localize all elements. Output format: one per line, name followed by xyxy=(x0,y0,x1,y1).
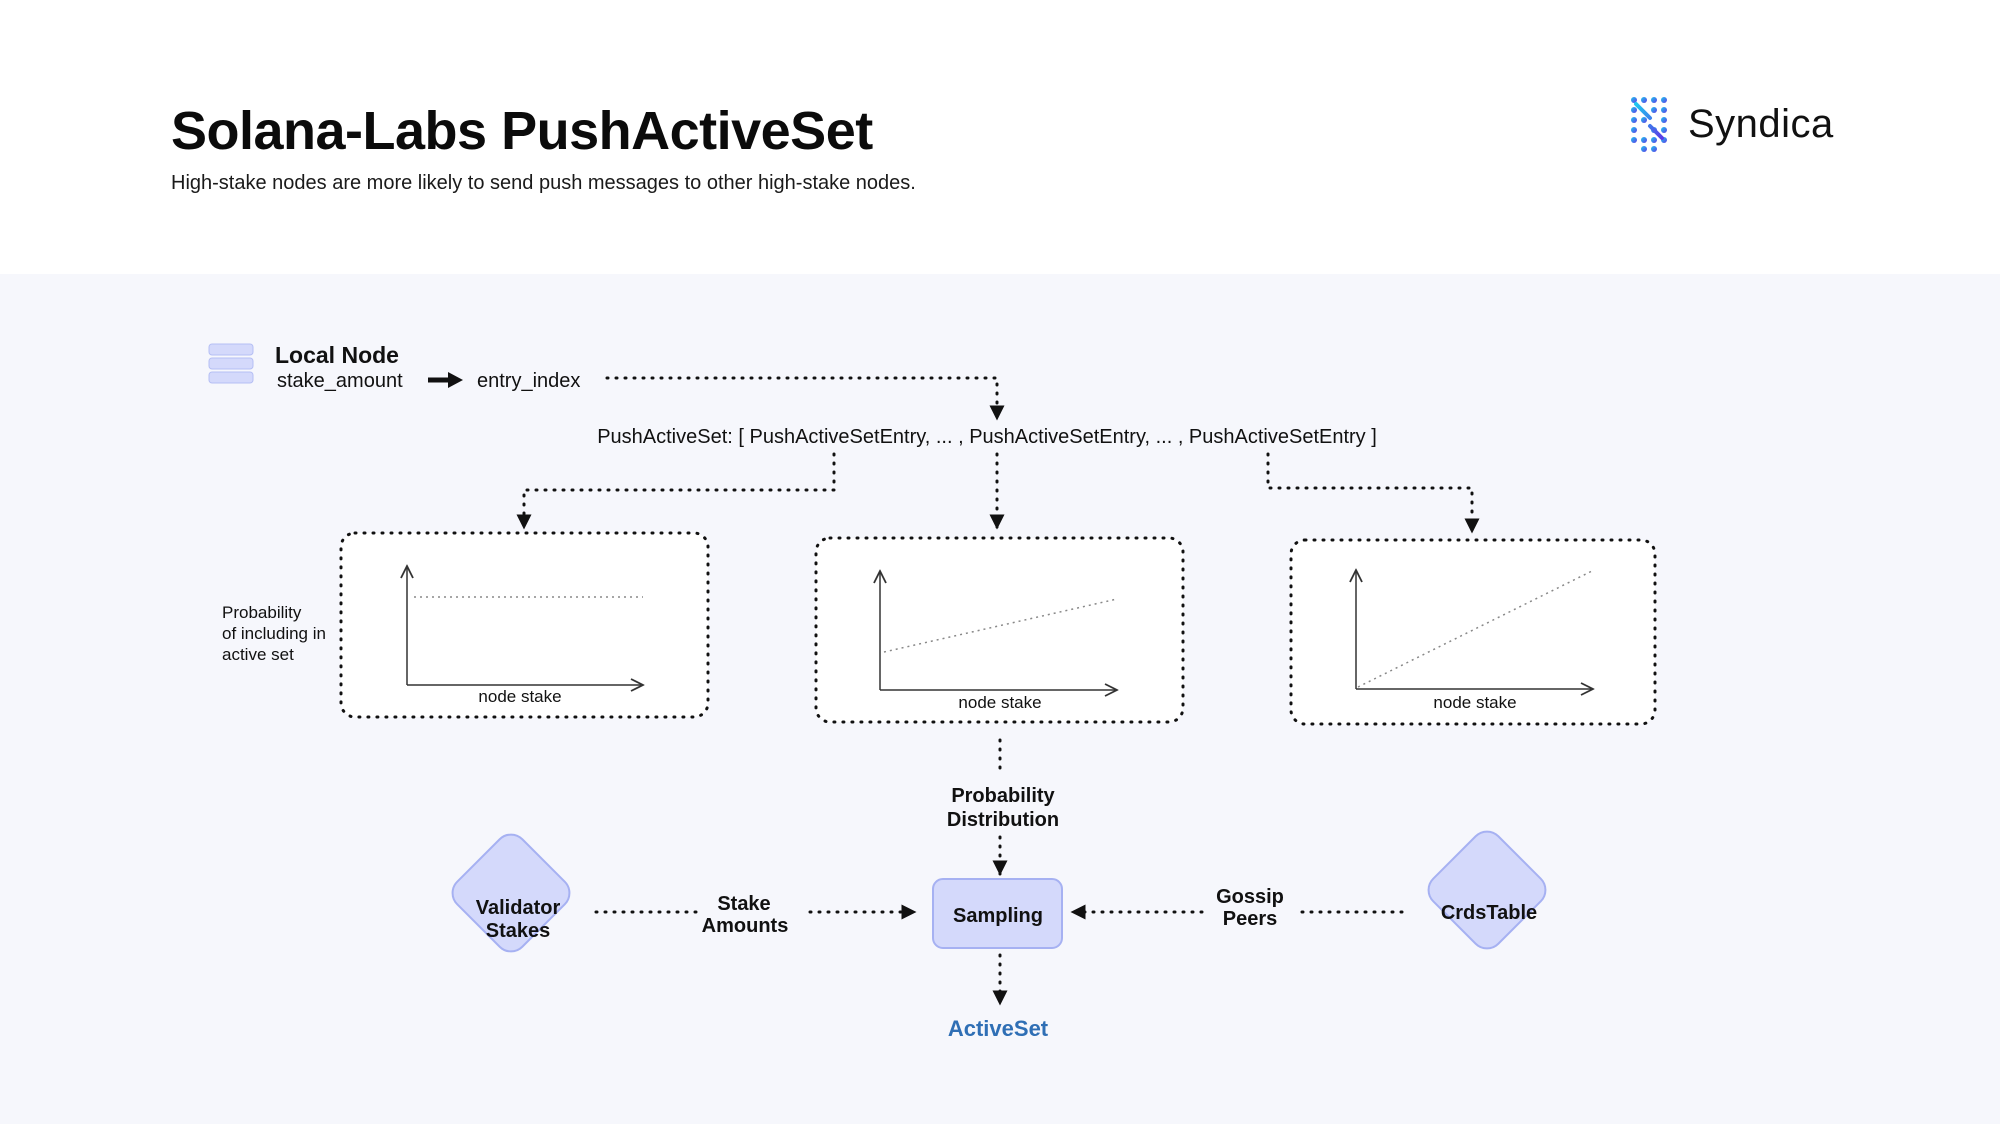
stake-amounts-line-2: Amounts xyxy=(702,915,789,937)
probability-distribution-line-2: Distribution xyxy=(947,809,1059,831)
probability-axis-label-line-2: of including in xyxy=(222,624,326,643)
page-title: Solana-Labs PushActiveSet xyxy=(171,101,873,161)
plot-panel-2: node stake xyxy=(814,536,1185,724)
connectors xyxy=(516,376,1480,1006)
gossip-peers-line-1: Gossip xyxy=(1216,886,1284,908)
crds-table-node: CrdsTable xyxy=(1427,830,1547,950)
syndica-logo-text: Syndica xyxy=(1688,102,1834,146)
probability-axis-label-line-1: Probability xyxy=(222,603,302,622)
validator-stakes-line-1: Validator xyxy=(476,897,561,919)
header: Solana-Labs PushActiveSet High-stake nod… xyxy=(0,0,2000,274)
validator-stakes-line-2: Stakes xyxy=(486,920,551,942)
probability-axis-label: Probability of including in active set xyxy=(222,603,326,664)
stake-amount-label: stake_amount xyxy=(277,370,403,392)
plot-panel-1: node stake xyxy=(339,531,710,719)
syndica-logo: Syndica xyxy=(1628,96,1848,154)
push-active-set-label: PushActiveSet: [ PushActiveSetEntry, ...… xyxy=(597,426,1377,448)
database-stack-icon xyxy=(208,343,254,384)
entry-index-label: entry_index xyxy=(477,370,580,392)
diagram-canvas: Local Node stake_amount entry_index Push… xyxy=(208,342,1657,1041)
page-subtitle: High-stake nodes are more likely to send… xyxy=(171,172,916,194)
plot-x-label: node stake xyxy=(478,687,561,706)
plot-x-label: node stake xyxy=(1433,693,1516,712)
syndica-logo-icon xyxy=(1631,97,1667,152)
stake-amounts-line-1: Stake xyxy=(717,893,770,915)
plot-frame xyxy=(339,531,710,719)
plot-trend-line xyxy=(1357,569,1595,688)
plot-trend-line xyxy=(883,598,1118,653)
plot-x-label: node stake xyxy=(958,693,1041,712)
probability-axis-label-line-3: active set xyxy=(222,645,294,664)
active-set-label: ActiveSet xyxy=(948,1016,1049,1041)
sampling-node: Sampling xyxy=(932,878,1063,949)
validator-stakes-node: Validator Stakes xyxy=(451,833,571,953)
sampling-label: Sampling xyxy=(953,905,1043,927)
probability-distribution-line-1: Probability xyxy=(951,785,1055,807)
diagram-panel: Local Node stake_amount entry_index Push… xyxy=(0,274,2000,1124)
local-node-title: Local Node xyxy=(275,342,399,368)
plot-panel-3: node stake xyxy=(1289,538,1657,726)
plot-frame xyxy=(1289,538,1657,726)
plot-frame xyxy=(814,536,1185,724)
gossip-peers-line-2: Peers xyxy=(1223,908,1278,930)
arrow-right-icon xyxy=(428,372,463,388)
crds-table-label: CrdsTable xyxy=(1441,902,1537,924)
